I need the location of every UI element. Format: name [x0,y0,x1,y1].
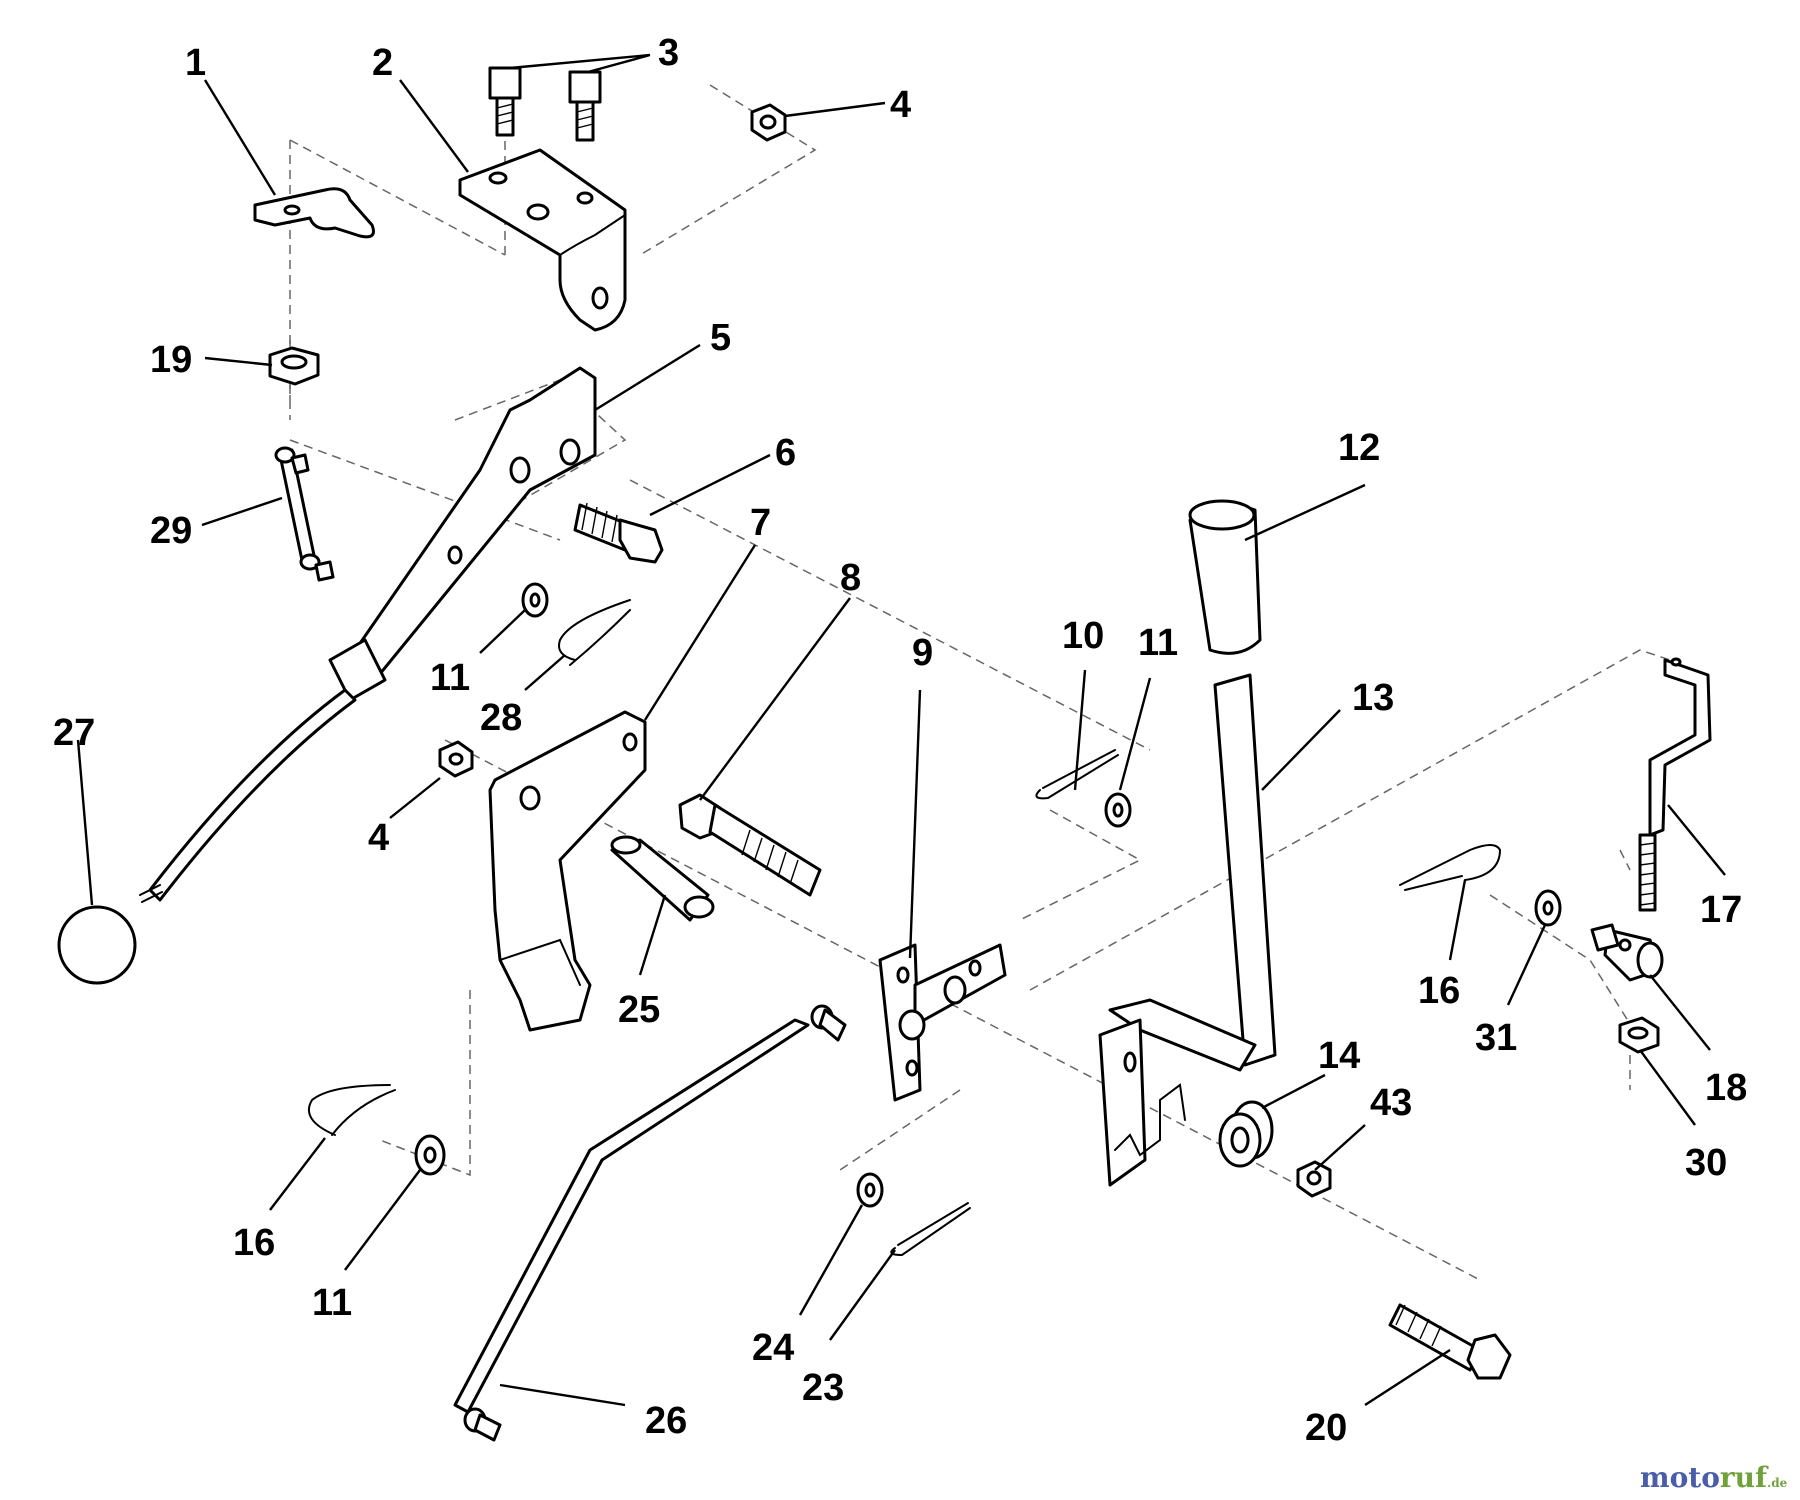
callout-labels: 1 2 3 4 19 5 6 29 7 8 11 28 27 4 9 10 11… [53,32,1747,1449]
assembly-lines [289,84,1671,1281]
part-4-nut-icon [438,103,787,778]
part-16-hairpin-icon [307,844,1502,1136]
watermark-part1: moto [1640,1461,1720,1494]
part-20-bolt-icon [1388,1303,1512,1380]
callout-30: 30 [1685,1142,1727,1184]
part-29-link-rod-icon [274,446,335,582]
callout-2: 2 [372,42,393,84]
callout-11: 11 [312,1282,352,1324]
part-3-bolt-icon [488,66,602,142]
callout-23: 23 [802,1367,844,1409]
part-30-nut-icon [1618,1016,1660,1054]
part-17-rod-icon [1638,657,1712,912]
callout-31: 31 [1475,1017,1517,1059]
callout-20: 20 [1305,1407,1347,1449]
callout-27: 27 [53,712,95,754]
callout-19: 19 [150,339,192,381]
part-18-swivel-icon [1590,923,1664,982]
part-5-lever-arm-icon [139,366,597,903]
callout-6: 6 [775,432,796,474]
part-1-clip-icon [253,187,375,239]
callout-3: 3 [658,32,679,74]
part-11-washer-icon [414,582,1132,1176]
part-43-nut-icon [1296,1160,1332,1198]
watermark-logo: motoruf.de [1640,1461,1788,1494]
callout-43: 43 [1370,1082,1412,1124]
part-10-cotter-pin-icon [1035,749,1119,800]
callout-4: 4 [890,84,911,126]
part-2-bracket-icon [458,148,627,332]
callout-16: 16 [233,1222,275,1264]
part-13-shift-lever-icon [1098,673,1277,1187]
callout-7: 7 [750,502,771,544]
callout-11: 11 [1138,622,1178,664]
part-12-grip-icon [1188,499,1262,655]
callout-29: 29 [150,510,192,552]
part-6-bolt-icon [573,502,664,564]
watermark-suffix: .de [1767,1476,1788,1490]
part-9-shift-plate-icon [878,943,1007,1102]
part-27-knob-icon [57,905,137,985]
part-19-nut-icon [268,346,320,386]
part-26-rod-icon [453,1004,847,1442]
leader-lines [76,53,1726,1407]
part-31-washer-icon [1534,889,1562,927]
callout-25: 25 [618,989,660,1031]
part-8-long-bolt-icon [678,793,822,897]
part-7-plate-icon [488,710,647,1032]
callout-5: 5 [710,317,731,359]
callout-9: 9 [912,632,933,674]
part-24-washer-icon [856,1172,884,1208]
part-25-spacer-icon [610,835,715,922]
callout-12: 12 [1338,427,1380,469]
callout-28: 28 [480,697,522,739]
callout-1: 1 [185,42,206,84]
part-28-hairpin-icon [558,599,631,666]
callout-16: 16 [1418,970,1460,1012]
callout-18: 18 [1705,1067,1747,1109]
part-23-cotter-pin-icon [890,1202,971,1257]
callout-26: 26 [645,1400,687,1442]
callout-24: 24 [752,1327,794,1369]
callout-14: 14 [1318,1035,1360,1077]
svg-text:motoruf.de: motoruf.de [1640,1461,1788,1494]
callout-17: 17 [1700,889,1742,931]
watermark-part2: ruf [1720,1461,1769,1494]
callout-11: 11 [430,657,470,699]
callout-4: 4 [368,817,389,859]
callout-10: 10 [1062,615,1104,657]
callout-8: 8 [840,557,861,599]
callout-13: 13 [1352,677,1394,719]
part-14-bushing-icon [1218,1100,1274,1168]
